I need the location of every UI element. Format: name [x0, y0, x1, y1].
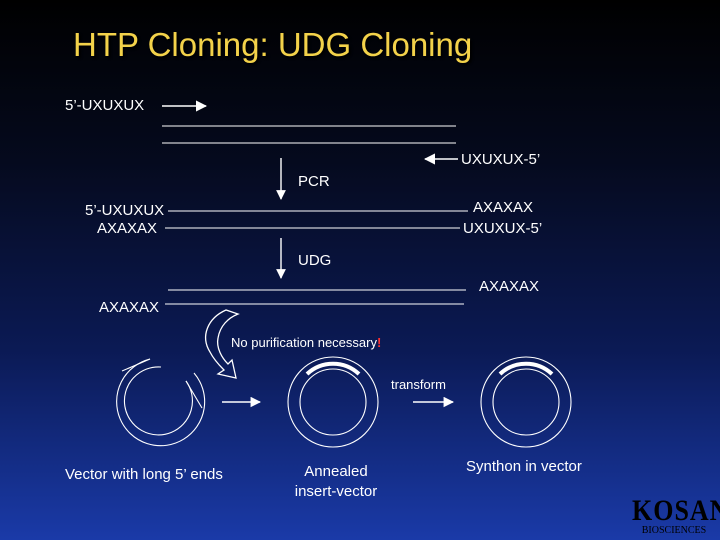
vector-circle	[116, 358, 206, 447]
no-purification-note: No purification necessary!	[231, 335, 381, 350]
udg-bottom-left-label: AXAXAX	[99, 299, 160, 316]
page-title: HTP Cloning: UDG Cloning	[73, 26, 473, 63]
no-purification-text: No purification necessary	[231, 335, 377, 350]
logo-subtitle: BIOSCIENCES	[641, 525, 707, 536]
pcr-top-left-label: 5’-UXUXUX	[85, 202, 165, 219]
curved-hollow-arrow	[205, 309, 240, 379]
udg-top-right-label: AXAXAX	[479, 278, 540, 295]
logo-wordmark: KOSAN	[632, 493, 720, 528]
kosan-logo: KOSAN BIOSCIENCES	[632, 493, 720, 538]
pcr-top-right-label: AXAXAX	[473, 199, 534, 216]
no-purification-mark: !	[376, 335, 382, 350]
annealed-caption-line2: insert-vector	[294, 483, 378, 500]
annealed-circle	[287, 356, 379, 448]
pcr-bottom-left-label: AXAXAX	[97, 220, 158, 237]
udg-step-label: UDG	[298, 252, 332, 269]
pcr-step-label: PCR	[298, 173, 330, 190]
reverse-primer-label: UXUXUX-5’	[461, 151, 541, 168]
pcr-bottom-right-label: UXUXUX-5’	[463, 220, 543, 237]
transform-label: transform	[391, 377, 446, 392]
synthon-caption: Synthon in vector	[466, 458, 582, 475]
annealed-caption-line1: Annealed	[304, 463, 368, 480]
forward-primer-label: 5’-UXUXUX	[65, 97, 145, 114]
annealed-caption: Annealed insert-vector	[286, 463, 386, 500]
vector-caption: Vector with long 5’ ends	[65, 466, 223, 483]
synthon-circle	[480, 356, 572, 448]
